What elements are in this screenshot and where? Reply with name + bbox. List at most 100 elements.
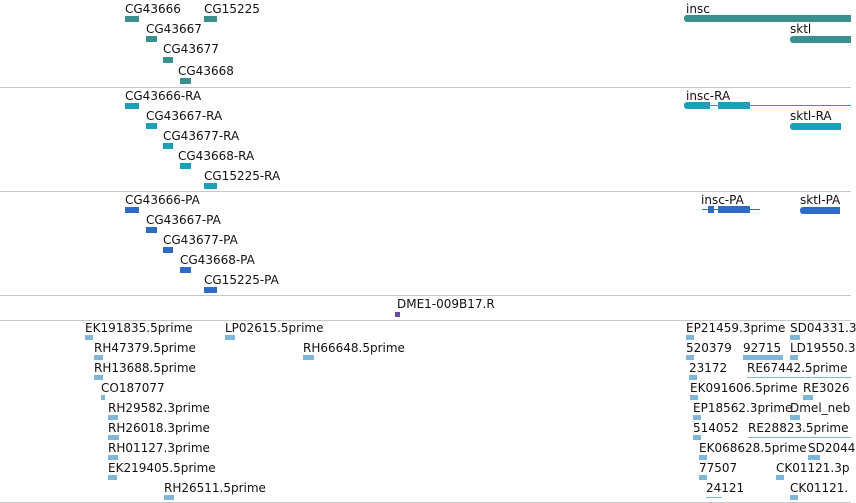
gene-label-cg43666[interactable]: CG43666 <box>125 2 181 16</box>
est-feature[interactable] <box>808 455 820 460</box>
est-feature[interactable] <box>693 435 701 440</box>
est-feature[interactable] <box>790 495 798 500</box>
rna-label-sktl[interactable]: sktl-RA <box>790 109 832 123</box>
rna-insc-exon-1[interactable] <box>684 102 710 109</box>
protein-label-cg43677[interactable]: CG43677-PA <box>163 233 238 247</box>
protein-label-cg43667[interactable]: CG43667-PA <box>146 213 221 227</box>
clone-label[interactable]: DME1-009B17.R <box>397 297 495 311</box>
est-feature[interactable] <box>699 475 707 480</box>
rna-label-cg43667[interactable]: CG43667-RA <box>146 109 223 123</box>
rna-cg15225[interactable] <box>204 183 217 189</box>
gene-cg43667[interactable] <box>146 36 157 42</box>
gene-sktl[interactable] <box>790 36 851 43</box>
gene-cg43666[interactable] <box>125 16 139 22</box>
est-feature[interactable] <box>790 335 800 340</box>
protein-label-cg15225[interactable]: CG15225-PA <box>204 273 279 287</box>
rna-cg43668[interactable] <box>180 163 191 169</box>
rna-label-insc[interactable]: insc-RA <box>686 89 731 103</box>
est-feature[interactable] <box>689 375 697 380</box>
rna-label-cg43668[interactable]: CG43668-RA <box>178 149 255 163</box>
est-feature[interactable] <box>690 395 698 400</box>
gene-label-cg43668[interactable]: CG43668 <box>178 64 234 78</box>
est-label[interactable]: 24121 <box>706 481 745 495</box>
protein-label-cg43668[interactable]: CG43668-PA <box>180 253 255 267</box>
est-label[interactable]: SD04331.3 <box>790 321 856 335</box>
est-feature[interactable] <box>790 355 798 360</box>
est-label[interactable]: 514052 <box>693 421 739 435</box>
est-feature[interactable] <box>108 475 117 480</box>
gene-label-cg43667[interactable]: CG43667 <box>146 22 202 36</box>
est-label[interactable]: RH47379.5prime <box>94 341 196 355</box>
est-feature[interactable] <box>94 355 103 360</box>
est-feature[interactable] <box>164 495 174 500</box>
rna-sktl[interactable] <box>790 123 841 130</box>
est-feature[interactable] <box>108 455 118 460</box>
est-label[interactable]: EP21459.3prime <box>686 321 786 335</box>
est-label[interactable]: EK191835.5prime <box>85 321 193 335</box>
est-feature[interactable] <box>803 395 813 400</box>
est-feature[interactable] <box>693 415 701 420</box>
est-label[interactable]: RE28823.5prime <box>748 421 849 435</box>
gene-label-insc[interactable]: insc <box>686 2 710 16</box>
est-feature[interactable] <box>776 475 784 480</box>
gene-cg43677[interactable] <box>163 57 173 63</box>
rna-label-cg43677[interactable]: CG43677-RA <box>163 129 240 143</box>
protein-label-cg43666[interactable]: CG43666-PA <box>125 193 200 207</box>
rna-insc-exon-2[interactable] <box>718 102 750 109</box>
rna-cg43666[interactable] <box>125 103 139 109</box>
gene-label-sktl[interactable]: sktl <box>790 22 812 36</box>
est-feature[interactable] <box>699 455 707 460</box>
est-feature[interactable] <box>686 355 694 360</box>
rna-cg43677[interactable] <box>163 143 173 149</box>
gene-label-cg15225[interactable]: CG15225 <box>204 2 260 16</box>
est-label[interactable]: RH29582.3prime <box>108 401 210 415</box>
est-label[interactable]: EK219405.5prime <box>108 461 216 475</box>
protein-insc-exon-1[interactable] <box>708 206 714 213</box>
protein-sktl[interactable] <box>800 207 840 214</box>
clone-marker[interactable] <box>395 312 400 317</box>
protein-cg43667[interactable] <box>146 227 157 233</box>
est-label[interactable]: LD19550.3 <box>790 341 856 355</box>
gene-cg43668[interactable] <box>180 78 191 84</box>
gene-insc[interactable] <box>684 15 851 22</box>
rna-label-cg43666[interactable]: CG43666-RA <box>125 89 202 103</box>
est-label[interactable]: 77507 <box>699 461 738 475</box>
est-label[interactable]: 520379 <box>686 341 732 355</box>
rna-label-cg15225[interactable]: CG15225-RA <box>204 169 281 183</box>
rna-cg43667[interactable] <box>146 123 157 129</box>
est-label[interactable]: RH26511.5prime <box>164 481 266 495</box>
est-label[interactable]: CK01121.3p <box>776 461 850 475</box>
est-feature[interactable] <box>108 435 119 440</box>
protein-label-sktl[interactable]: sktl-PA <box>800 193 841 207</box>
est-label[interactable]: 92715 <box>743 341 782 355</box>
gene-label-cg43677[interactable]: CG43677 <box>163 42 219 56</box>
est-feature[interactable] <box>94 375 103 380</box>
est-label[interactable]: 23172 <box>689 361 728 375</box>
est-feature[interactable] <box>225 335 235 340</box>
gene-cg15225[interactable] <box>204 16 217 22</box>
est-label[interactable]: EP18562.3prime <box>693 401 793 415</box>
est-label[interactable]: RH26018.3prime <box>108 421 210 435</box>
protein-cg43668[interactable] <box>180 267 191 273</box>
protein-label-insc[interactable]: insc-PA <box>701 193 744 207</box>
protein-cg15225[interactable] <box>204 287 217 293</box>
est-label[interactable]: RH66648.5prime <box>303 341 405 355</box>
est-feature[interactable] <box>85 335 93 340</box>
est-label[interactable]: LP02615.5prime <box>225 321 324 335</box>
est-label[interactable]: CK01121. <box>790 481 849 495</box>
est-label[interactable]: RE67442.5prime <box>747 361 848 375</box>
est-label[interactable]: EK091606.5prime <box>690 381 798 395</box>
est-label[interactable]: Dmel_neb <box>790 401 851 415</box>
protein-cg43677[interactable] <box>163 247 173 253</box>
protein-insc-exon-2[interactable] <box>718 206 750 213</box>
est-feature[interactable] <box>108 415 118 420</box>
est-label[interactable]: RH01127.3prime <box>108 441 210 455</box>
protein-cg43666[interactable] <box>125 207 139 213</box>
est-label[interactable]: RE3026 <box>803 381 850 395</box>
est-feature[interactable] <box>790 415 800 420</box>
est-label[interactable]: EK068628.5prime <box>699 441 807 455</box>
est-label[interactable]: CO187077 <box>101 381 165 395</box>
est-label[interactable]: SD2044 <box>808 441 856 455</box>
est-feature[interactable] <box>743 355 783 360</box>
est-feature[interactable] <box>303 355 314 360</box>
